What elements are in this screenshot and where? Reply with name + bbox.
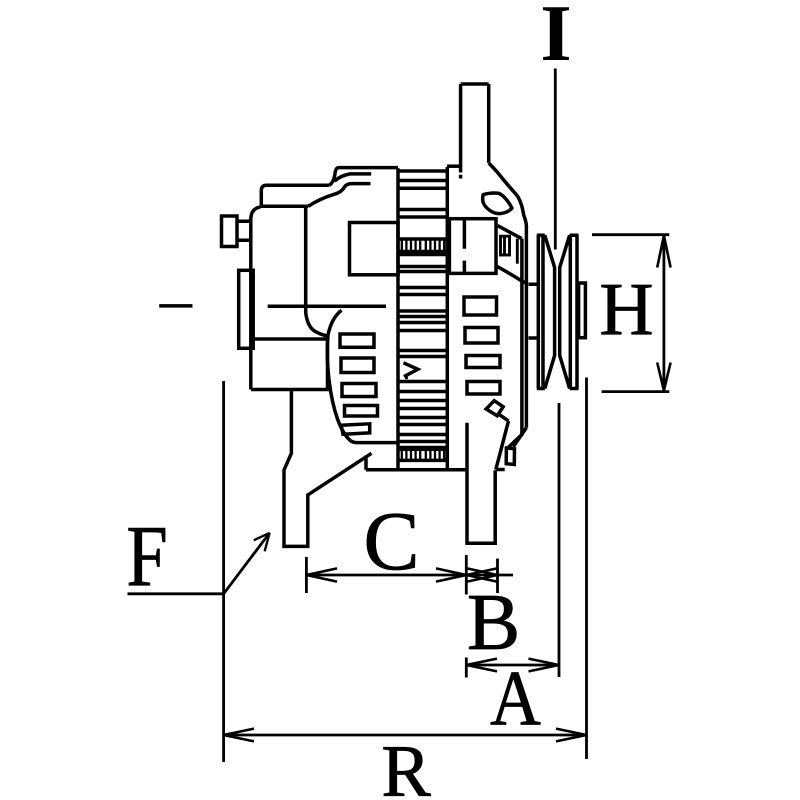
svg-text:H: H	[599, 268, 653, 351]
svg-text:C: C	[363, 495, 419, 588]
svg-text:I: I	[540, 0, 572, 78]
svg-text:R: R	[381, 731, 431, 800]
svg-text:A: A	[490, 656, 541, 742]
svg-text:F: F	[126, 509, 167, 604]
svg-text:B: B	[467, 579, 520, 667]
